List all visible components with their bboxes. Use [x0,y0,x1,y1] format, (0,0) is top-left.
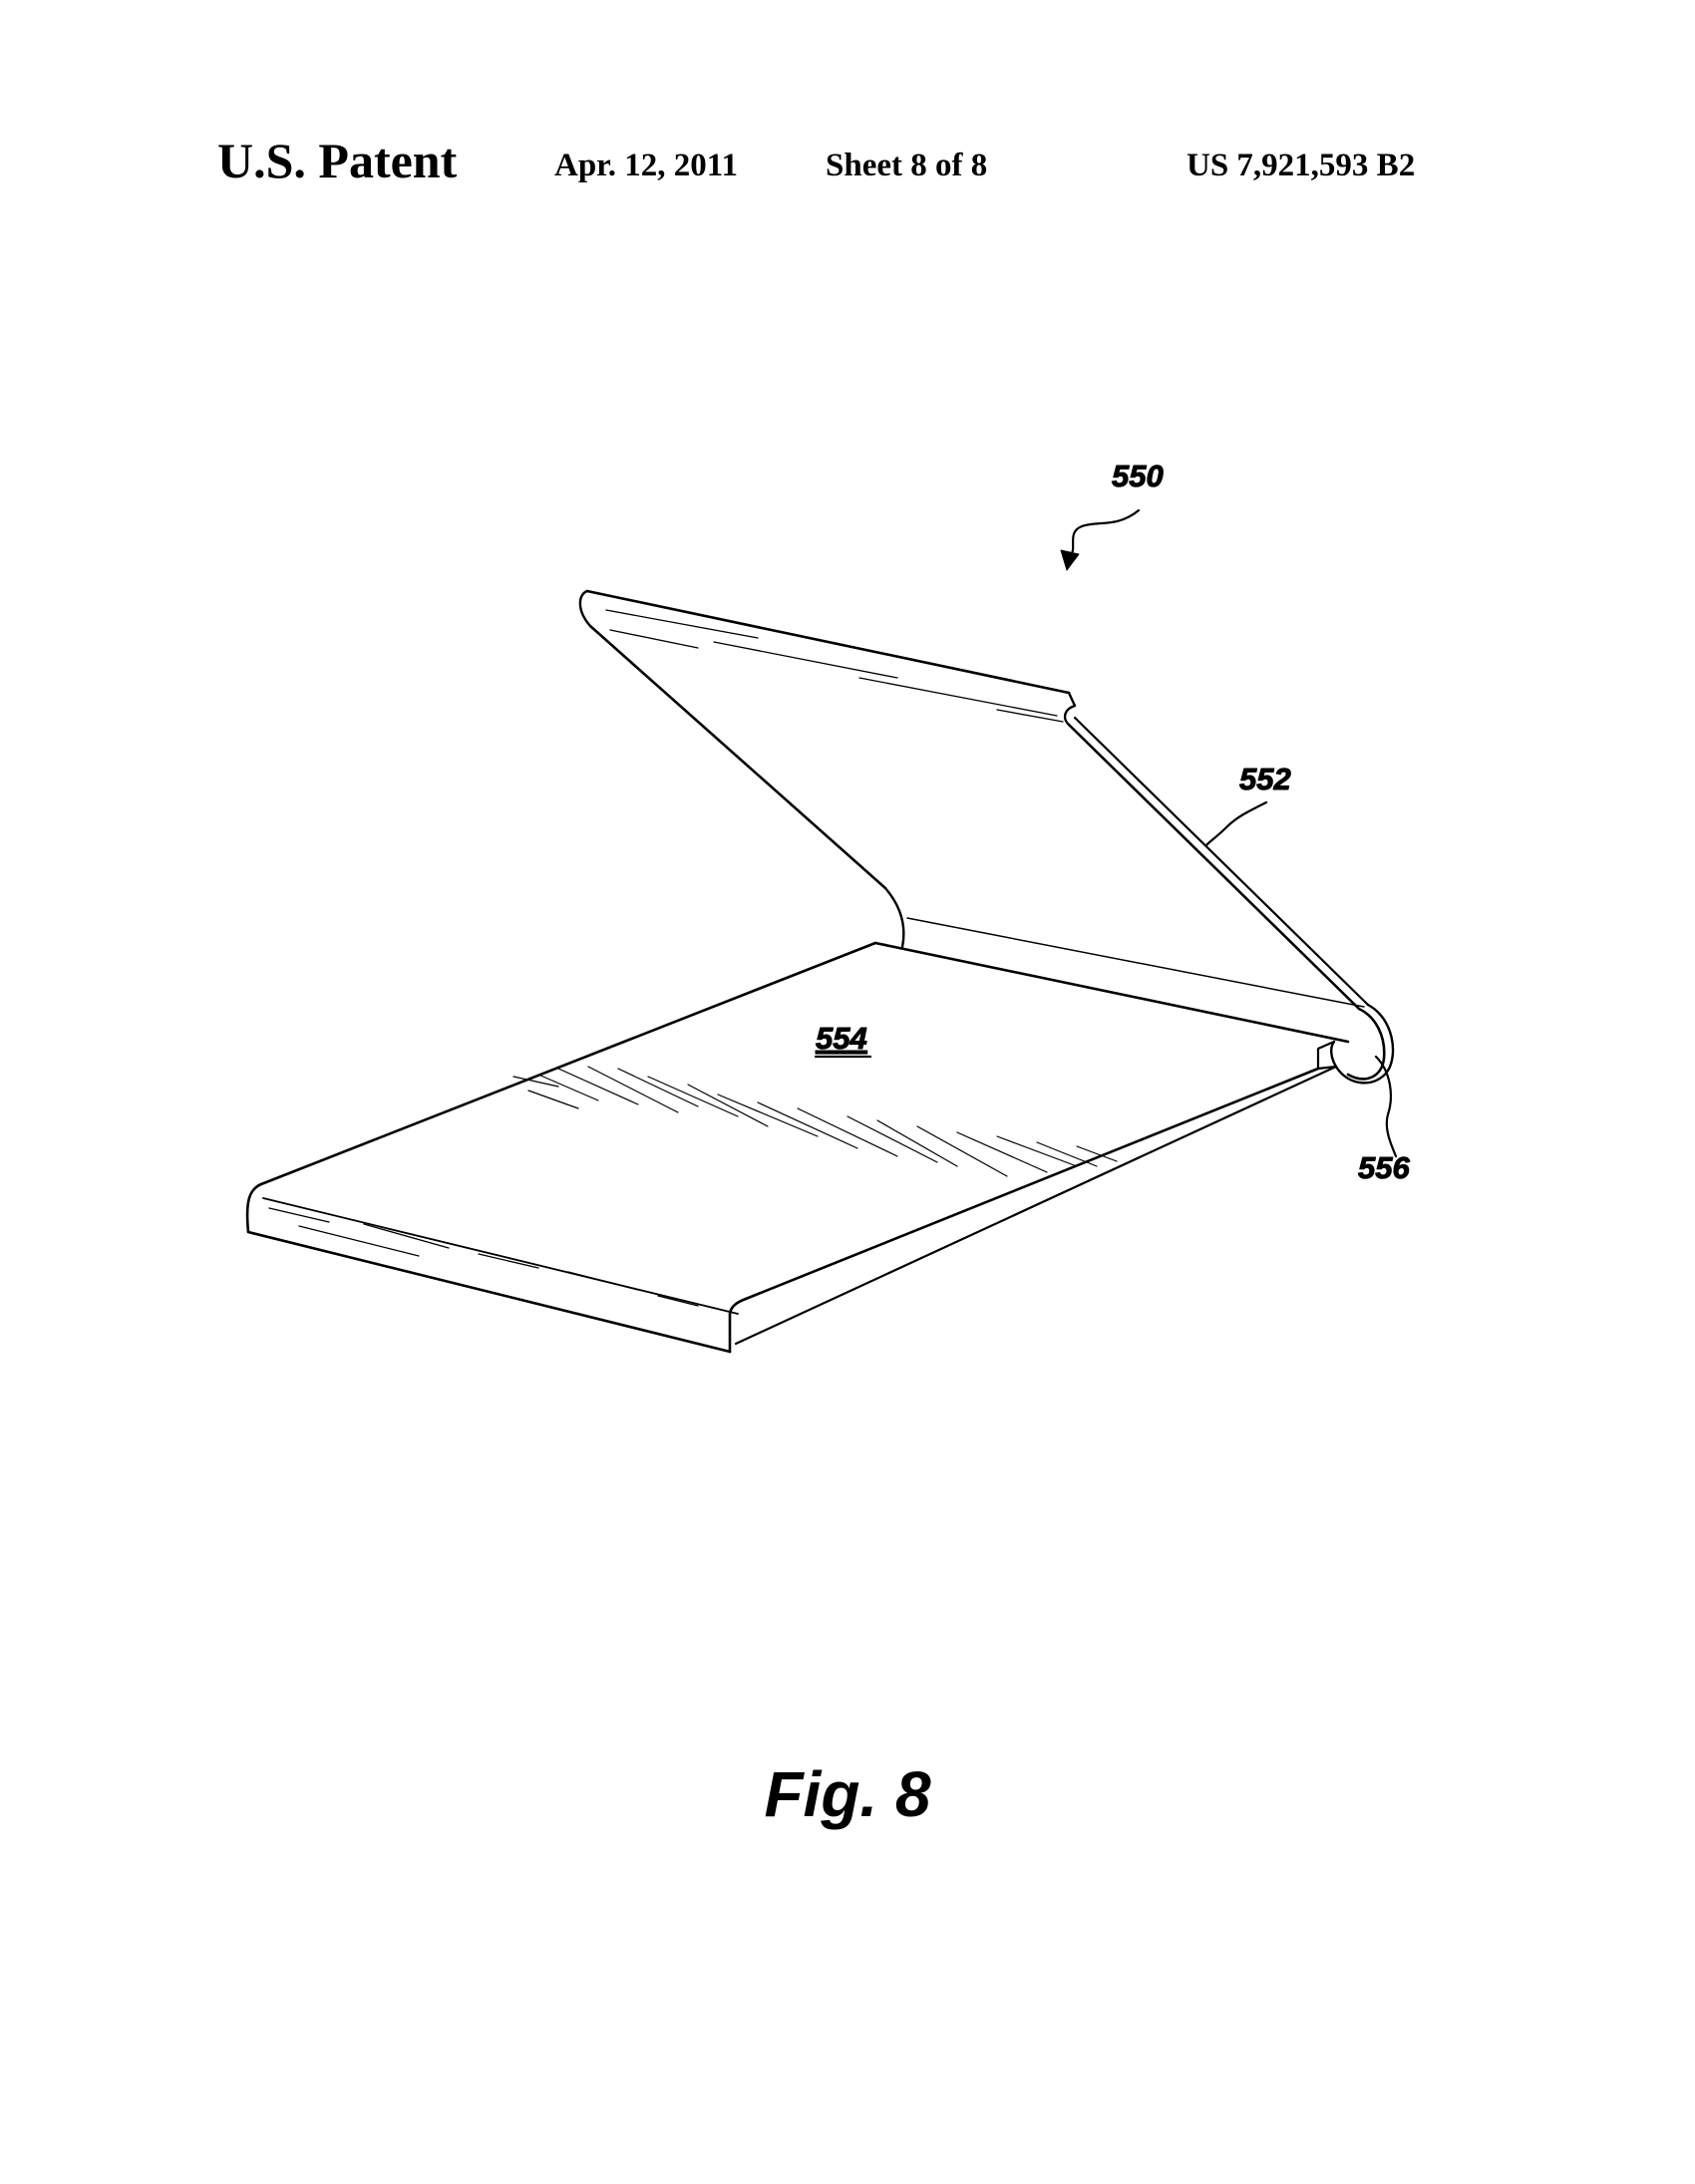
bend-line [906,917,1365,1008]
header-title: U.S. Patent [217,133,458,188]
header-patent-number: US 7,921,593 B2 [1186,148,1416,183]
upper-panel-bend [883,886,905,949]
leader-550-arrowhead [1060,549,1080,571]
figure-caption: Fig. 8 [764,1758,931,1830]
base-panel-right-edge-inner [734,1065,1338,1346]
fold-outer [1346,1007,1386,1081]
base-panel-corner [728,1297,748,1354]
base-panel-front-hatch [268,1207,699,1307]
base-panel-inner-front [262,1197,739,1315]
leaders [1060,508,1398,1158]
ref-552: 552 [1239,762,1291,796]
header-date: Apr. 12, 2011 [554,148,738,183]
base-panel-left-edge [259,941,877,1186]
header-sheet-number: Sheet 8 of 8 [826,148,988,183]
fold-roll [1316,1003,1395,1085]
base-panel-right-edge-outer [744,1067,1320,1301]
upper-panel-right-edge-inner [1073,716,1370,1007]
ref-556: 556 [1358,1150,1410,1185]
base-panel-shading [512,1066,1118,1177]
upper-panel-top-step [1063,691,1077,727]
leader-552 [1204,800,1268,847]
upper-panel-top-lip [578,589,592,628]
ref-554: 554 [816,1021,867,1056]
ref-550: 550 [1112,459,1164,493]
base-panel-front-edge [246,1230,732,1354]
fold-inner [1330,1003,1395,1085]
upper-panel-hatch [605,609,1064,723]
upper-panel-right-edge-outer [1067,723,1361,1011]
fold-lip [1316,1040,1338,1071]
leader-550 [1069,508,1141,558]
upper-panel-left-edge [588,624,887,890]
upper-panel [578,589,1370,1011]
leader-556 [1374,1055,1398,1158]
base-panel [245,941,1350,1354]
base-panel-back-edge [873,941,1350,1044]
upper-panel-top-edge [585,589,1071,695]
base-panel-front-lip [245,1182,263,1234]
